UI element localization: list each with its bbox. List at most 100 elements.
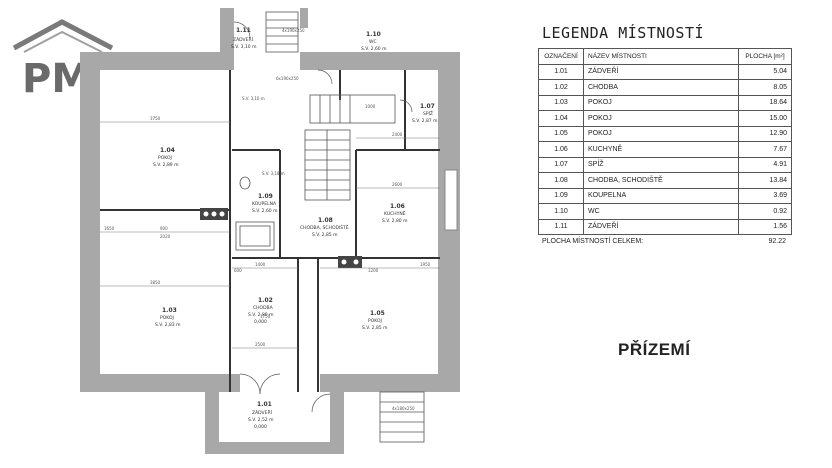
svg-text:ZÁDVEŘÍ: ZÁDVEŘÍ [252, 408, 273, 416]
room-code: 1.06 [538, 141, 584, 158]
svg-text:KUCHYNĚ: KUCHYNĚ [384, 209, 406, 217]
room-label-1-06: 1.06 KUCHYNĚ S.V. 2,80 m [382, 203, 407, 224]
room-code: 1.05 [538, 125, 584, 142]
svg-text:POKOJ: POKOJ [160, 315, 174, 321]
svg-text:1.03: 1.03 [162, 307, 177, 314]
staircase [265, 11, 425, 443]
room-label-1-05: 1.05 POKOJ S.V. 2,85 m [362, 310, 387, 331]
floor-plan: PM [12, 8, 460, 454]
svg-text:S.V. 2,87 m: S.V. 2,87 m [412, 118, 437, 124]
dim-text: S.V. 3,18 m [262, 171, 285, 176]
dim-text: 600 [234, 268, 242, 273]
room-code: 1.09 [538, 187, 584, 204]
total-area-row: PLOCHA MÍSTNOSTÍ CELKEM: 92.22 [538, 235, 792, 245]
dim-text: 900 [160, 226, 168, 231]
svg-text:KOUPELNA: KOUPELNA [252, 201, 277, 207]
dim-text: 1950 [420, 262, 431, 267]
room-area: 15.00 [738, 110, 792, 127]
room-area: 7.67 [738, 141, 792, 158]
svg-text:POKOJ: POKOJ [158, 155, 172, 161]
room-label-1-02: 1.02 CHODBA S.V. 2,80 m 0,000 [248, 297, 274, 325]
dim-text: 1750 [260, 314, 271, 319]
svg-text:S.V. 2,89 m: S.V. 2,89 m [153, 162, 178, 168]
room-name: KUCHYNĚ [583, 141, 739, 158]
dim-text: 4x180x250 [392, 406, 415, 411]
total-area-label: PLOCHA MÍSTNOSTÍ CELKEM: [542, 238, 644, 245]
room-label-1-11: 1.11 ZÁDVEŘÍ S.V. 3,10 m [231, 27, 256, 50]
svg-text:1.02: 1.02 [258, 297, 273, 304]
svg-text:1.07: 1.07 [420, 103, 435, 110]
svg-text:1.09: 1.09 [258, 193, 273, 200]
svg-text:1.08: 1.08 [318, 217, 333, 224]
room-name: POKOJ [583, 125, 739, 142]
dim-text: 4x190x250 [282, 28, 305, 33]
total-area-value: 92.22 [768, 238, 786, 245]
svg-text:S.V. 2,60 m: S.V. 2,60 m [361, 46, 386, 52]
room-code: 1.04 [538, 110, 584, 127]
dim-text: 3750 [150, 116, 161, 121]
svg-text:1.04: 1.04 [160, 147, 175, 154]
svg-text:1.01: 1.01 [257, 401, 272, 408]
header-area: PLOCHA [m²] [738, 48, 792, 65]
room-name: KOUPELNA [583, 187, 739, 204]
room-name: POKOJ [583, 110, 739, 127]
svg-text:S.V. 2,80 m: S.V. 2,80 m [248, 312, 273, 318]
room-code: 1.11 [538, 218, 584, 235]
svg-text:ZÁDVEŘÍ: ZÁDVEŘÍ [233, 35, 254, 43]
dim-text: 2400 [392, 132, 403, 137]
room-code: 1.02 [538, 79, 584, 96]
svg-text:0,000: 0,000 [254, 424, 267, 430]
svg-text:CHODBA: CHODBA [253, 305, 274, 311]
dim-text: 1000 [365, 104, 376, 109]
room-area: 5.04 [738, 63, 792, 80]
dimension-labels: 3750 3850 1400 2500 1950 2600 1650 900 2… [104, 28, 431, 411]
dim-text: 1400 [255, 262, 266, 267]
svg-text:0,000: 0,000 [254, 319, 267, 325]
dim-text: 2500 [255, 342, 266, 347]
room-name: CHODBA, SCHODIŠTĚ [583, 172, 739, 189]
svg-text:CHODBA, SCHODIŠTĚ: CHODBA, SCHODIŠTĚ [300, 223, 349, 231]
svg-text:1.11: 1.11 [236, 27, 251, 34]
svg-text:S.V. 2,83 m: S.V. 2,83 m [155, 322, 180, 328]
svg-text:S.V. 2,52 m: S.V. 2,52 m [248, 417, 273, 423]
room-area: 13.84 [738, 172, 792, 189]
legend-title: LEGENDA MÍSTNOSTÍ [542, 24, 705, 42]
header-name: NÁZEV MÍSTNOSTI [583, 48, 739, 65]
svg-text:SPÍŽ: SPÍŽ [423, 109, 433, 117]
legend-table: OZNAČENÍ NÁZEV MÍSTNOSTI PLOCHA [m²] 1.0… [538, 48, 792, 235]
room-area: 0.92 [738, 203, 792, 220]
room-area: 8.05 [738, 79, 792, 96]
svg-text:1.05: 1.05 [370, 310, 385, 317]
room-area: 12.90 [738, 125, 792, 142]
svg-text:WC: WC [369, 39, 377, 45]
room-name: CHODBA [583, 79, 739, 96]
room-name: ZÁDVEŘÍ [583, 63, 739, 80]
room-code: 1.08 [538, 172, 584, 189]
svg-text:1.10: 1.10 [366, 31, 381, 38]
legend-header-row: OZNAČENÍ NÁZEV MÍSTNOSTI PLOCHA [m²] [538, 48, 792, 65]
room-name: SPÍŽ [583, 156, 739, 173]
room-code: 1.10 [538, 203, 584, 220]
room-label-1-07: 1.07 SPÍŽ S.V. 2,87 m [412, 103, 437, 124]
svg-text:S.V. 2,60 m: S.V. 2,60 m [252, 208, 277, 214]
header-code: OZNAČENÍ [538, 48, 584, 65]
svg-text:POKOJ: POKOJ [368, 318, 382, 324]
dimension-lines [100, 121, 440, 349]
room-name: POKOJ [583, 94, 739, 111]
svg-text:S.V. 2,80 m: S.V. 2,80 m [382, 218, 407, 224]
dim-text: 2600 [392, 182, 403, 187]
svg-text:1.06: 1.06 [390, 203, 405, 210]
room-label-1-04: 1.04 POKOJ S.V. 2,89 m [153, 147, 178, 168]
interior-walls [100, 70, 440, 392]
svg-text:S.V. 2,85 m: S.V. 2,85 m [362, 325, 387, 331]
exterior-walls [80, 8, 460, 454]
